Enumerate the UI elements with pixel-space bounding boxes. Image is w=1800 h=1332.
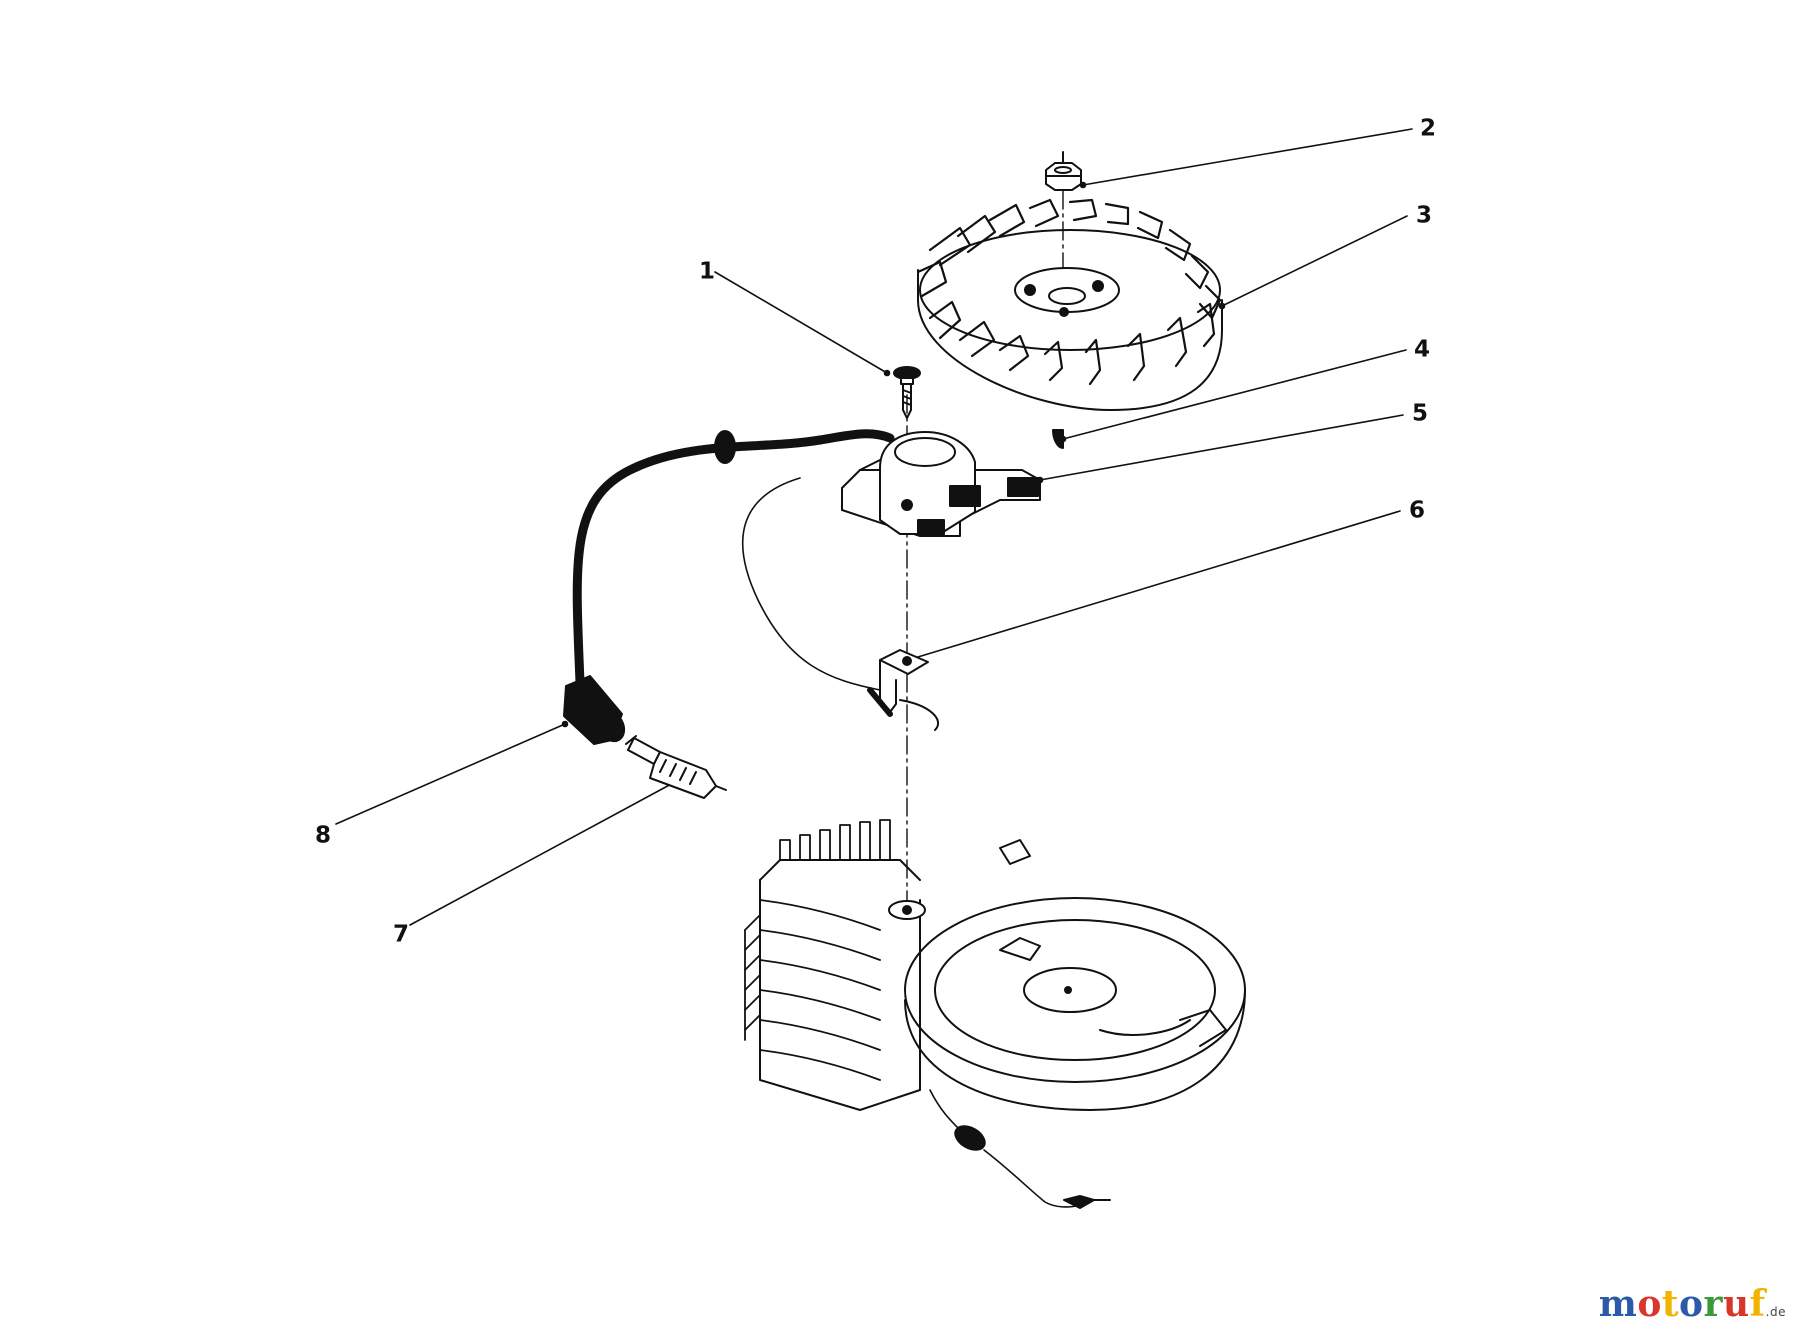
leader-line-4 (1062, 349, 1407, 440)
leader-line-7 (409, 781, 676, 926)
part-number-7: 7 (392, 921, 410, 948)
part-number-3: 3 (1415, 202, 1433, 229)
leader-line-6 (907, 510, 1401, 661)
part-number-2: 2 (1419, 115, 1437, 142)
watermark-letter: o (1637, 1283, 1662, 1325)
part-number-5: 5 (1411, 400, 1429, 427)
watermark-suffix: .de (1765, 1305, 1786, 1319)
kill-wire (929, 1089, 1111, 1209)
part-number-6: 6 (1408, 497, 1426, 524)
flywheel (916, 198, 1223, 411)
leader-lines (335, 128, 1413, 926)
watermark-letter: t (1661, 1283, 1679, 1325)
spark-plug-lead (572, 429, 895, 687)
part-number-8: 8 (314, 822, 332, 849)
leader-line-3 (1221, 215, 1408, 307)
ground-wire (741, 477, 881, 691)
leader-dot-1 (883, 369, 891, 377)
motoruf-watermark: motoruf.de (1599, 1286, 1786, 1322)
engine-block (744, 819, 1246, 1111)
watermark-letter: f (1749, 1283, 1766, 1325)
leader-line-8 (335, 723, 566, 825)
flywheel-key (1052, 429, 1064, 449)
mounting-screw (893, 366, 921, 419)
leader-line-5 (1039, 414, 1404, 481)
flywheel-nut (1045, 151, 1082, 191)
spark-plug-boot (563, 675, 626, 745)
ground-clip (867, 649, 940, 731)
leader-line-1 (714, 271, 888, 374)
leader-line-2 (1082, 128, 1413, 186)
watermark-letter: o (1679, 1283, 1704, 1325)
part-number-4: 4 (1413, 336, 1431, 363)
part-number-1: 1 (698, 258, 716, 285)
watermark-letter: m (1598, 1283, 1638, 1325)
watermark-letter: r (1703, 1283, 1723, 1325)
watermark-letter: u (1722, 1283, 1750, 1325)
spark-plug (625, 735, 727, 799)
leader-dot-8 (561, 720, 569, 728)
ignition-module (841, 431, 1041, 537)
